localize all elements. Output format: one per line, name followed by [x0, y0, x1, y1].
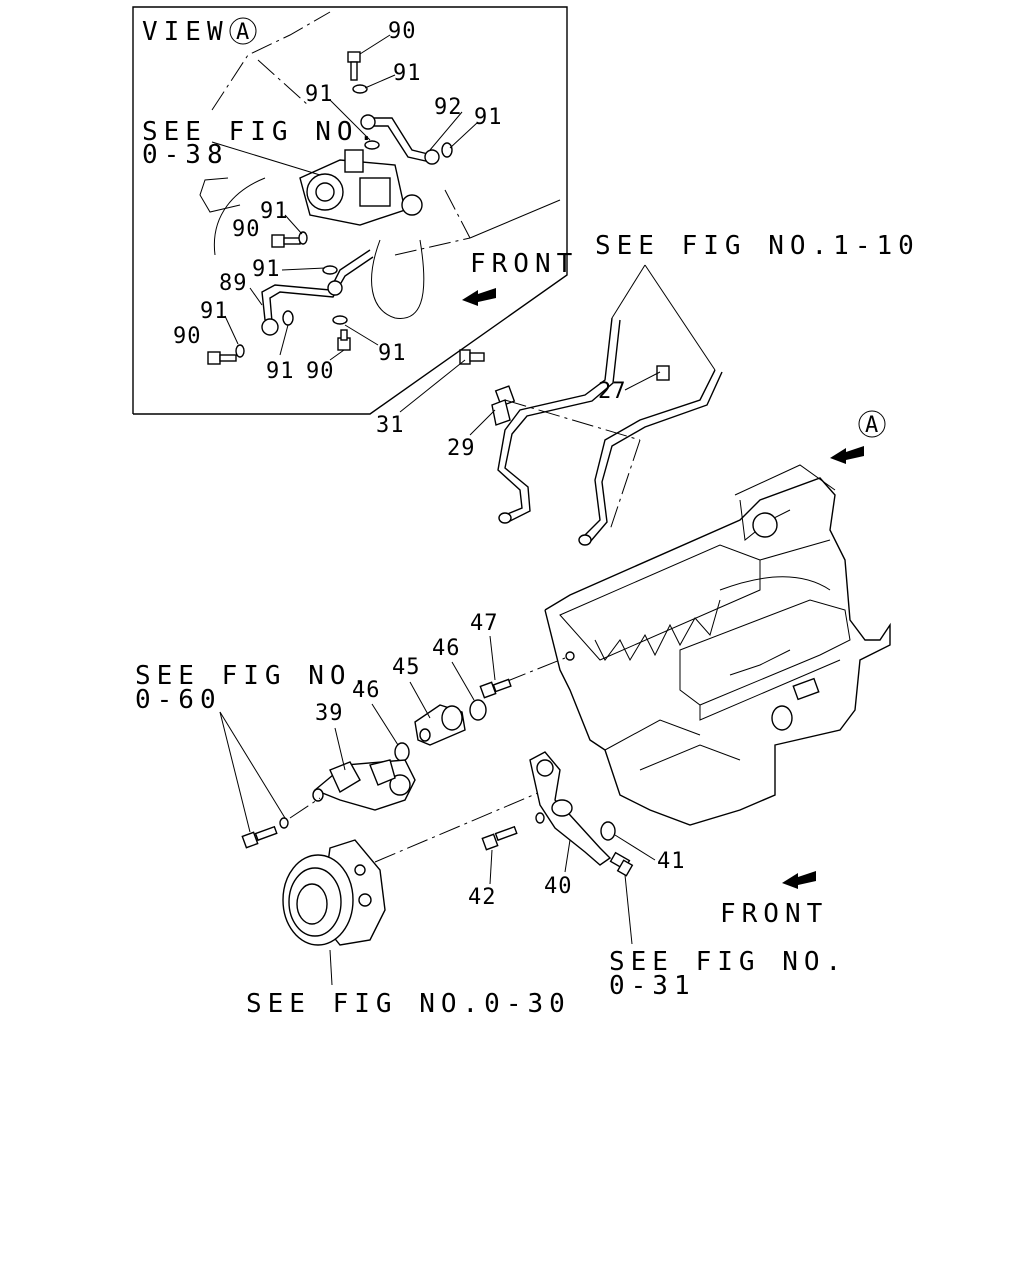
note-see-fig-0-30: SEE FIG NO.0-30	[246, 989, 571, 1019]
part-40-pipe	[529, 751, 612, 866]
pipe-assembly	[459, 317, 723, 546]
inset-see-fig-line1: SEE FIG NO.	[142, 117, 380, 147]
callout-90-top: 90	[388, 19, 417, 44]
callout-91-e: 91	[200, 299, 229, 324]
note-see-fig-1-10: SEE FIG NO.1-10	[595, 231, 920, 261]
inset-title: VIEW	[142, 17, 229, 47]
callout-91-g: 91	[378, 341, 407, 366]
bolt-0-60	[241, 817, 289, 849]
note-see-fig-0-31-line1: SEE FIG NO.	[609, 947, 847, 977]
callout-42: 42	[468, 885, 497, 910]
callout-91-f: 91	[266, 359, 295, 384]
inset-view-a: VIEW A SEE FIG NO. 0-38 FRONT	[132, 6, 578, 415]
front-arrow	[782, 871, 816, 889]
callout-89: 89	[219, 271, 248, 296]
callout-90-low: 90	[173, 324, 202, 349]
note-see-fig-0-60-line2: 0-60	[135, 685, 222, 715]
callout-90-mid: 90	[232, 217, 261, 242]
callout-90-bot: 90	[306, 359, 335, 384]
inset-frame	[132, 6, 568, 415]
callout-91-c: 91	[260, 199, 289, 224]
callout-39: 39	[315, 701, 344, 726]
fitting-0-31	[609, 851, 634, 877]
callout-31: 31	[376, 413, 405, 438]
callout-29: 29	[447, 436, 476, 461]
note-see-fig-0-60-line1: SEE FIG NO.	[135, 661, 373, 691]
part-47-bolt	[479, 678, 512, 699]
callout-91-top: 91	[393, 61, 422, 86]
inset-front-label: FRONT	[470, 249, 578, 279]
callout-91-b: 91	[474, 105, 503, 130]
callout-91-a: 91	[305, 82, 334, 107]
view-a-marker: A	[865, 413, 879, 438]
water-pump	[282, 839, 386, 946]
part-46-oring-a	[469, 699, 487, 721]
callout-46-a: 46	[432, 636, 461, 661]
inset-pump-body	[299, 149, 423, 226]
view-a-marker-circle	[858, 410, 886, 438]
view-a-arrow	[830, 446, 864, 464]
part-46-oring-b	[394, 742, 410, 762]
engine-block	[544, 464, 891, 826]
callout-92: 92	[434, 95, 463, 120]
callout-40: 40	[544, 874, 573, 899]
callout-46-b: 46	[352, 678, 381, 703]
view-circle	[229, 17, 257, 45]
callout-47: 47	[470, 611, 499, 636]
inset-front-arrow	[462, 288, 496, 306]
callout-91-d: 91	[252, 257, 281, 282]
part-41-oring	[600, 821, 616, 841]
front-label: FRONT	[720, 899, 828, 929]
callout-41: 41	[657, 849, 686, 874]
inset-title-circle: A	[236, 20, 250, 45]
callout-27: 27	[598, 379, 627, 404]
inset-see-fig-line2: 0-38	[142, 140, 229, 170]
callout-45: 45	[392, 655, 421, 680]
part-39-bracket	[312, 759, 416, 811]
part-42-bolt	[481, 825, 518, 851]
note-see-fig-0-31-line2: 0-31	[609, 971, 696, 1001]
part-45-pipe	[414, 704, 466, 746]
